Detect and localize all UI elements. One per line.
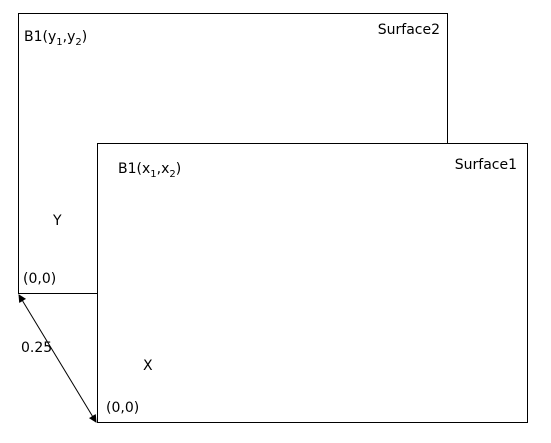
- surface1-name: Surface1: [454, 157, 517, 173]
- surface2-axis-label: Y: [53, 213, 62, 229]
- offset-label: 0.25: [21, 340, 53, 356]
- surface1-box: Surface1 B1(x1,x2) X (0,0): [97, 143, 528, 423]
- surface2-b1-sub2: 2: [75, 37, 82, 48]
- surface2-origin-label: (0,0): [23, 271, 57, 287]
- surface2-b1-prefix: B1(y: [24, 29, 57, 45]
- surface2-name: Surface2: [377, 22, 440, 38]
- surface1-b1-suffix: ): [175, 161, 182, 177]
- surface2-b1-sep: ,y: [62, 29, 76, 45]
- offset-arrow-line: [18, 294, 97, 423]
- surface1-b1-label: B1(x1,x2): [118, 161, 182, 180]
- surface1-axis-label: X: [143, 358, 153, 374]
- surface1-b1-sub2: 2: [169, 169, 176, 180]
- surface1-origin-label: (0,0): [106, 400, 140, 416]
- surface2-b1-sub1: 1: [56, 37, 63, 48]
- surface1-b1-sep: ,x: [156, 161, 170, 177]
- surface1-b1-prefix: B1(x: [118, 161, 151, 177]
- surface2-b1-suffix: ): [81, 29, 88, 45]
- surface2-b1-label: B1(y1,y2): [24, 29, 88, 48]
- surface1-b1-sub1: 1: [150, 169, 157, 180]
